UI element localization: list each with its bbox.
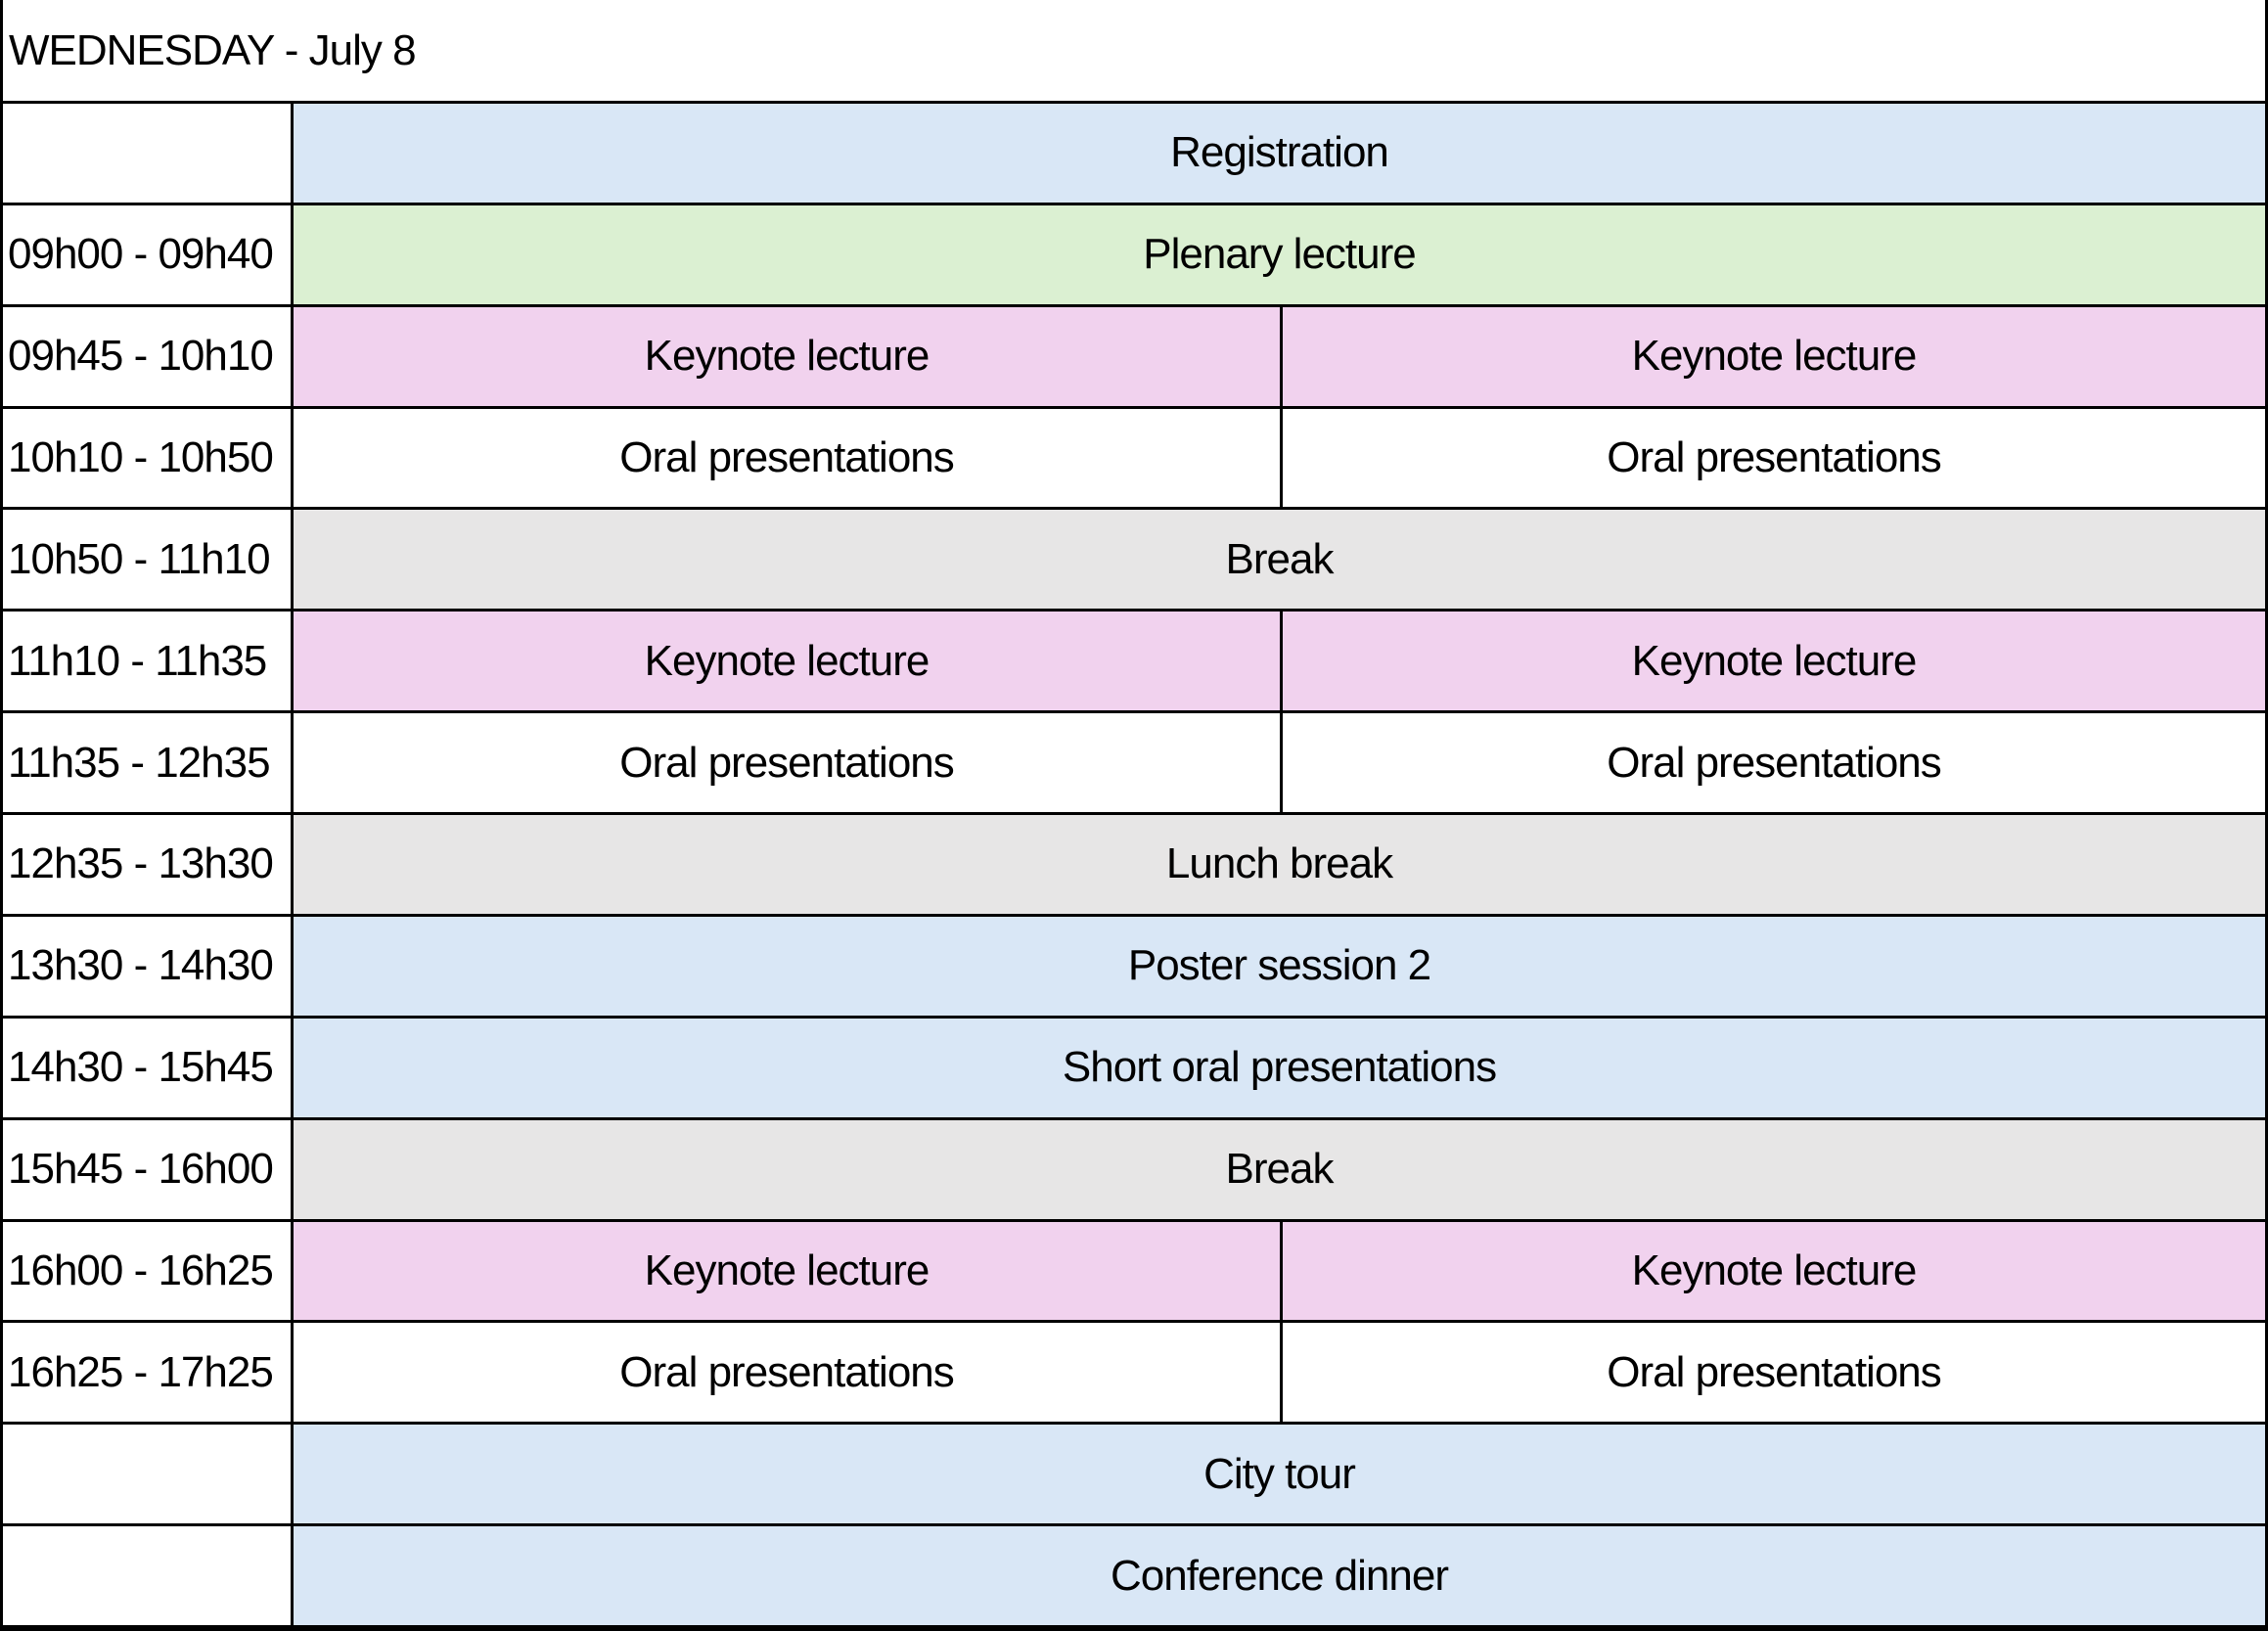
event-cell: Break — [294, 510, 2265, 610]
event-cell: Oral presentations — [1283, 713, 2265, 813]
time-cell: 14h30 - 15h45 — [3, 1018, 291, 1117]
time-cell: 11h35 - 12h35 — [3, 713, 291, 813]
event-cell: Keynote lecture — [1283, 612, 2265, 711]
time-cell: 10h50 - 11h10 — [3, 510, 291, 610]
event-cell: Lunch break — [294, 815, 2265, 914]
event-cell: Oral presentations — [294, 1323, 1280, 1423]
time-cell: 13h30 - 14h30 — [3, 916, 291, 1016]
time-cell: 12h35 - 13h30 — [3, 815, 291, 914]
time-cell: 11h10 - 11h35 — [3, 612, 291, 711]
time-cell: 15h45 - 16h00 — [3, 1119, 291, 1219]
event-cell: Plenary lecture — [294, 204, 2265, 304]
time-cell — [3, 1526, 291, 1625]
event-cell: Oral presentations — [1283, 408, 2265, 508]
event-cell: Keynote lecture — [294, 612, 1280, 711]
time-cell: 16h00 - 16h25 — [3, 1221, 291, 1321]
time-cell — [3, 104, 291, 203]
time-cell — [3, 1425, 291, 1524]
event-cell: Break — [294, 1119, 2265, 1219]
time-cell: 16h25 - 17h25 — [3, 1323, 291, 1423]
event-cell: Conference dinner — [294, 1526, 2265, 1625]
event-cell: Oral presentations — [294, 713, 1280, 813]
event-cell: Keynote lecture — [1283, 1221, 2265, 1321]
day-title: WEDNESDAY - July 8 — [3, 0, 2265, 101]
event-cell: City tour — [294, 1425, 2265, 1524]
time-cell: 09h00 - 09h40 — [3, 204, 291, 304]
event-cell: Keynote lecture — [1283, 306, 2265, 406]
event-cell: Oral presentations — [1283, 1323, 2265, 1423]
event-cell: Keynote lecture — [294, 306, 1280, 406]
event-cell: Poster session 2 — [294, 916, 2265, 1016]
event-cell: Short oral presentations — [294, 1018, 2265, 1117]
event-cell: Registration — [294, 104, 2265, 203]
event-cell: Oral presentations — [294, 408, 1280, 508]
event-cell: Keynote lecture — [294, 1221, 1280, 1321]
time-cell: 10h10 - 10h50 — [3, 408, 291, 508]
time-cell: 09h45 - 10h10 — [3, 306, 291, 406]
